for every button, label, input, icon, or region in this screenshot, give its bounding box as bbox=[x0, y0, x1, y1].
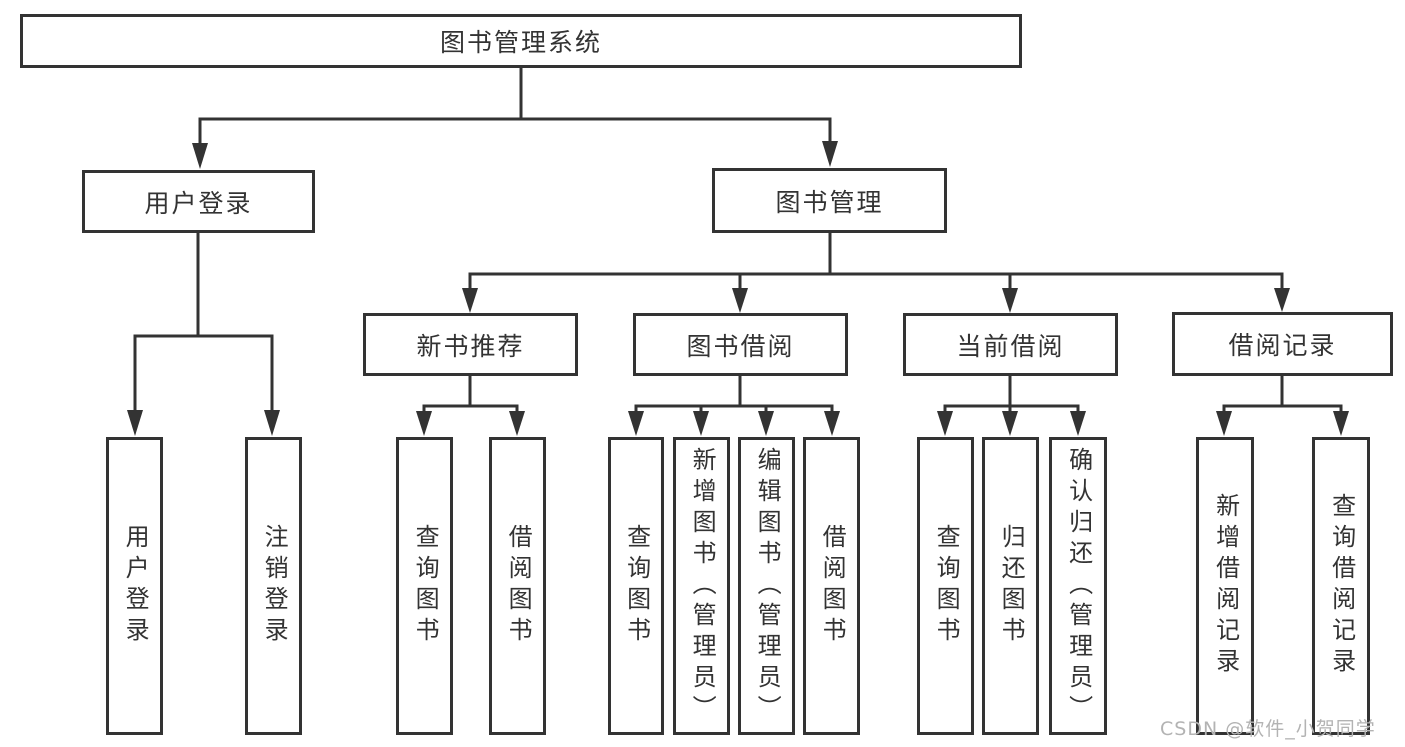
leaf-query-books-recommend-label: 查询图书 bbox=[411, 524, 440, 648]
node-user-login: 用户登录 bbox=[82, 170, 315, 233]
node-new-book-recommend-label: 新书推荐 bbox=[416, 331, 525, 361]
leaf-query-books-borrow-label: 查询图书 bbox=[622, 524, 651, 648]
node-user-login-label: 用户登录 bbox=[144, 188, 253, 218]
watermark: CSDN @软件_小贺同学 bbox=[1160, 718, 1376, 740]
leaf-query-books-recommend: 查询图书 bbox=[396, 437, 453, 735]
leaf-query-books-current: 查询图书 bbox=[917, 437, 974, 735]
leaf-add-borrow-record: 新增借阅记录 bbox=[1196, 437, 1254, 735]
node-book-management-label: 图书管理 bbox=[775, 187, 884, 217]
leaf-borrow-books-recommend-label: 借阅图书 bbox=[504, 524, 533, 648]
leaf-logout: 注销登录 bbox=[245, 437, 302, 735]
leaf-add-borrow-record-label: 新增借阅记录 bbox=[1211, 493, 1240, 679]
node-book-borrow-label: 图书借阅 bbox=[686, 331, 795, 361]
leaf-edit-books-admin: 编辑图书（管理员） bbox=[738, 437, 795, 735]
leaf-borrow-books-recommend: 借阅图书 bbox=[489, 437, 546, 735]
leaf-borrow-books-label: 借阅图书 bbox=[818, 524, 847, 648]
node-new-book-recommend: 新书推荐 bbox=[363, 313, 578, 376]
node-library-system-label: 图书管理系统 bbox=[439, 28, 602, 57]
node-current-borrow-label: 当前借阅 bbox=[956, 331, 1065, 361]
leaf-confirm-return-admin: 确认归还（管理员） bbox=[1049, 437, 1107, 735]
leaf-add-books-admin: 新增图书（管理员） bbox=[673, 437, 730, 735]
node-borrow-records-label: 借阅记录 bbox=[1228, 331, 1337, 360]
node-book-borrow: 图书借阅 bbox=[633, 313, 848, 376]
leaf-return-books-label: 归还图书 bbox=[997, 524, 1026, 648]
node-borrow-records: 借阅记录 bbox=[1172, 312, 1393, 376]
leaf-query-books-borrow: 查询图书 bbox=[608, 437, 664, 735]
node-library-system: 图书管理系统 bbox=[20, 14, 1022, 68]
leaf-query-books-current-label: 查询图书 bbox=[932, 524, 961, 648]
leaf-add-books-admin-label: 新增图书（管理员） bbox=[688, 446, 717, 726]
leaf-confirm-return-admin-label: 确认归还（管理员） bbox=[1064, 446, 1093, 726]
leaf-logout-label: 注销登录 bbox=[260, 524, 289, 648]
leaf-borrow-books: 借阅图书 bbox=[803, 437, 860, 735]
leaf-user-login: 用户登录 bbox=[106, 437, 163, 735]
node-current-borrow: 当前借阅 bbox=[903, 313, 1118, 376]
leaf-edit-books-admin-label: 编辑图书（管理员） bbox=[753, 446, 782, 726]
node-book-management: 图书管理 bbox=[712, 168, 947, 233]
leaf-query-borrow-record-label: 查询借阅记录 bbox=[1327, 493, 1356, 679]
leaf-user-login-label: 用户登录 bbox=[121, 524, 150, 648]
leaf-query-borrow-record: 查询借阅记录 bbox=[1312, 437, 1370, 735]
leaf-return-books: 归还图书 bbox=[982, 437, 1039, 735]
